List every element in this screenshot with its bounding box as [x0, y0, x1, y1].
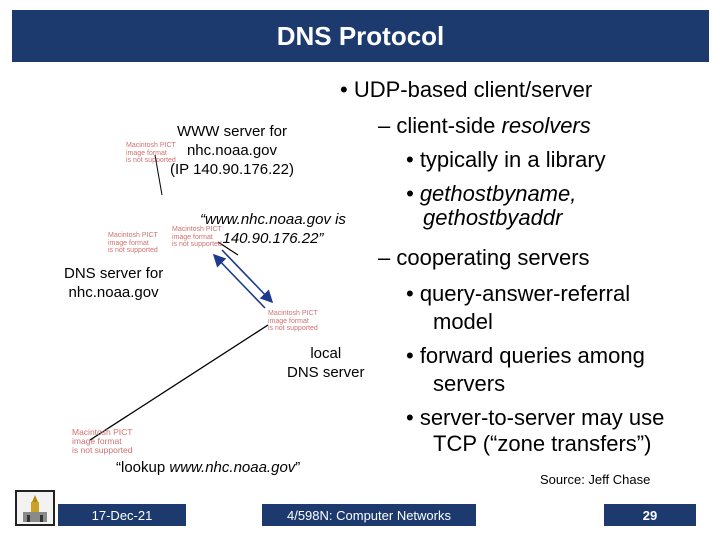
bullet-resolvers: – client-side resolvers	[378, 113, 591, 138]
www-server-label: WWW server for nhc.noaa.gov (IP 140.90.1…	[170, 123, 294, 178]
slide-title: DNS Protocol	[276, 20, 445, 51]
footer-page-number: 29	[604, 504, 696, 526]
answer-label: “www.nhc.noaa.gov is 140.90.176.22”	[200, 211, 346, 247]
dns-server-label: DNS server for nhc.noaa.gov	[64, 265, 164, 301]
local-dns-label: local DNS server	[287, 345, 365, 381]
lookup-label: “lookup www.nhc.noaa.gov”	[116, 459, 301, 476]
bullet-model: model	[433, 309, 493, 334]
bullet-gethostbyname: • gethostbyname,	[406, 181, 577, 206]
bullet-udp: • UDP-based client/server	[340, 77, 593, 102]
footer: 17-Dec-21 4/598N: Computer Networks 29	[8, 490, 708, 528]
title-bar: DNS Protocol	[12, 10, 709, 62]
bullet-library: • typically in a library	[406, 147, 606, 172]
arrow-local-to-dns	[212, 253, 266, 309]
bullet-servers: servers	[433, 371, 506, 396]
arrow-dns-to-local	[221, 249, 274, 304]
line-www-link	[154, 154, 163, 196]
bullet-s2s: • server-to-server may use	[406, 405, 665, 430]
footer-course: 4/598N: Computer Networks	[262, 504, 476, 526]
bullet-forward: • forward queries among	[406, 343, 645, 368]
bullet-cooperating: – cooperating servers	[378, 245, 590, 270]
bullet-qar: • query-answer-referral	[406, 281, 631, 306]
line-client-local	[89, 324, 269, 441]
bullet-gethostbyaddr: gethostbyaddr	[423, 205, 563, 230]
source-credit: Source: Jeff Chase	[540, 472, 651, 487]
bullet-tcp: TCP (“zone transfers”)	[433, 431, 652, 456]
university-logo	[15, 490, 55, 526]
footer-date: 17-Dec-21	[58, 504, 186, 526]
line-dns-link	[217, 241, 239, 256]
